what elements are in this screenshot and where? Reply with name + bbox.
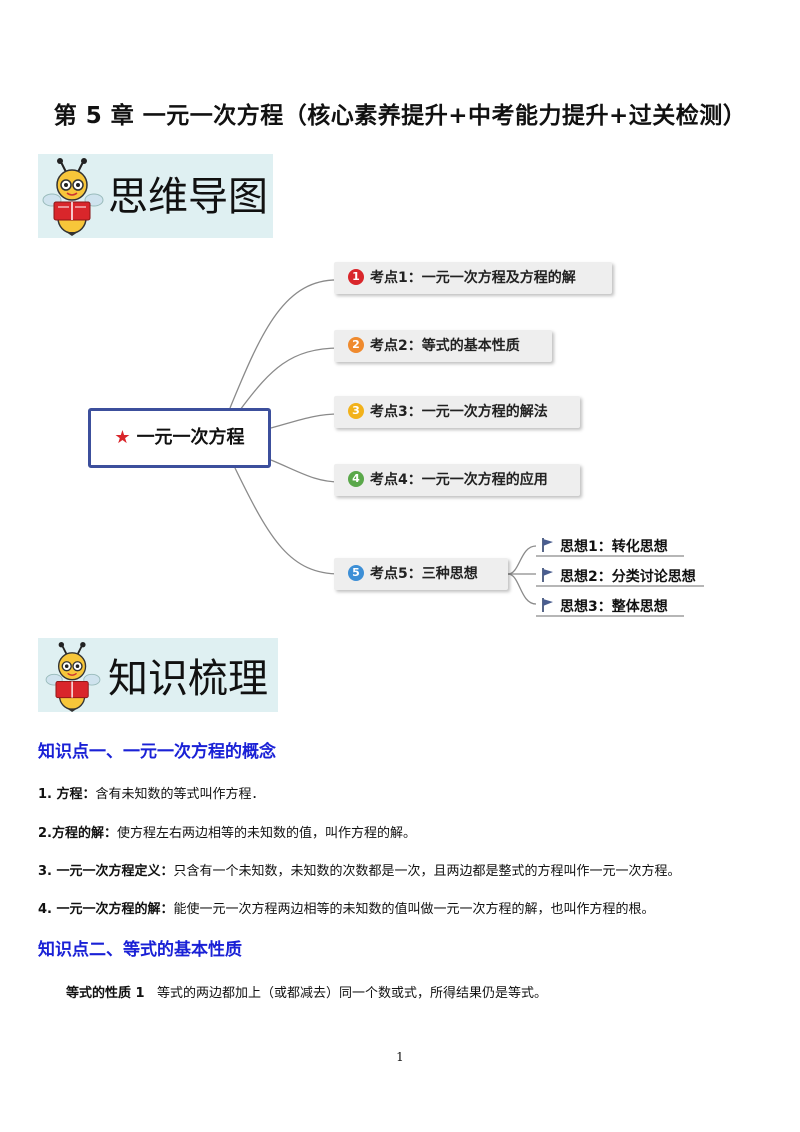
definition-text: 只含有一个未知数，未知数的次数都是一次，且两边都是整式的方程叫作一元一次方程。 (173, 864, 681, 879)
bee-reading-icon (45, 642, 101, 712)
definition-term: 4. 一元一次方程的解： (38, 902, 174, 917)
definition-item: 2.方程的解：使方程左右两边相等的未知数的值，叫作方程的解。 (38, 822, 416, 841)
flag-icon (542, 598, 553, 612)
property-text: 等式的两边都加上（或都减去）同一个数或式，所得结果仍是等式。 (156, 986, 547, 1001)
mind-map-connectors (229, 279, 704, 617)
number-5-icon: 5 (348, 565, 364, 581)
mind-map-banner: 思维导图 (38, 154, 273, 238)
knowledge-banner-label: 知识梳理 (108, 656, 268, 702)
number-1-icon: 1 (348, 269, 364, 285)
definition-text: 含有未知数的等式叫作方程． (95, 787, 265, 802)
knowledge-banner: 知识梳理 (38, 638, 278, 712)
mind-map-banner-label: 思维导图 (108, 174, 268, 220)
section-heading: 知识点一、一元一次方程的概念 (38, 742, 276, 762)
number-4-icon: 4 (348, 471, 364, 487)
number-3-icon: 3 (348, 403, 364, 419)
definition-item: 4. 一元一次方程的解：能使一元一次方程两边相等的未知数的值叫做一元一次方程的解… (38, 898, 655, 917)
mind-map-subnode-3: 思想3：整体思想 (542, 596, 668, 616)
definition-text: 能使一元一次方程两边相等的未知数的值叫做一元一次方程的解，也叫作方程的根。 (173, 902, 655, 917)
definition-term: 1. 方程： (38, 787, 96, 802)
definition-item: 3. 一元一次方程定义：只含有一个未知数，未知数的次数都是一次，且两边都是整式的… (38, 860, 681, 879)
mind-map-root-node: ★一元一次方程 (88, 408, 271, 468)
property-term: 等式的性质 1 (66, 986, 145, 1001)
mind-map-root-label: 一元一次方程 (136, 427, 245, 448)
section-heading: 知识点二、等式的基本性质 (38, 940, 242, 960)
mind-map-subnode-1: 思想1：转化思想 (542, 536, 668, 556)
mind-map-node-label: 考点5：三种思想 (370, 566, 478, 582)
mind-map-node-label: 考点3：一元一次方程的解法 (370, 404, 548, 420)
page-number: 1 (396, 1050, 404, 1064)
mind-map-node-4: 4 考点4：一元一次方程的应用 (334, 464, 580, 496)
mind-map-node-2: 2 考点2：等式的基本性质 (334, 330, 552, 362)
mind-map-node-5: 5 考点5：三种思想 (334, 558, 508, 590)
mind-map-subnode-2: 思想2：分类讨论思想 (542, 566, 696, 586)
bee-reading-icon (42, 158, 104, 236)
mind-map-node-3: 3 考点3：一元一次方程的解法 (334, 396, 580, 428)
property-item: 等式的性质 1 等式的两边都加上（或都减去）同一个数或式，所得结果仍是等式。 (66, 982, 547, 1001)
mind-map-subnode-label: 思想1：转化思想 (560, 539, 668, 555)
mind-map-subnode-label: 思想3：整体思想 (560, 599, 668, 615)
mind-map-subnode-label: 思想2：分类讨论思想 (560, 569, 696, 585)
definition-term: 2.方程的解： (38, 826, 117, 841)
mind-map-node-label: 考点1：一元一次方程及方程的解 (370, 270, 576, 286)
definition-term: 3. 一元一次方程定义： (38, 864, 174, 879)
document-title: 第 5 章 一元一次方程（核心素养提升+中考能力提升+过关检测） (53, 103, 747, 129)
flag-icon (542, 538, 553, 552)
star-icon: ★ (114, 427, 131, 448)
number-2-icon: 2 (348, 337, 364, 353)
mind-map-node-label: 考点2：等式的基本性质 (370, 338, 520, 354)
flag-icon (542, 568, 553, 582)
definition-item: 1. 方程：含有未知数的等式叫作方程． (38, 783, 265, 802)
mind-map-node-1: 1 考点1：一元一次方程及方程的解 (334, 262, 612, 294)
mind-map-node-label: 考点4：一元一次方程的应用 (370, 472, 548, 488)
definition-text: 使方程左右两边相等的未知数的值，叫作方程的解。 (116, 826, 416, 841)
